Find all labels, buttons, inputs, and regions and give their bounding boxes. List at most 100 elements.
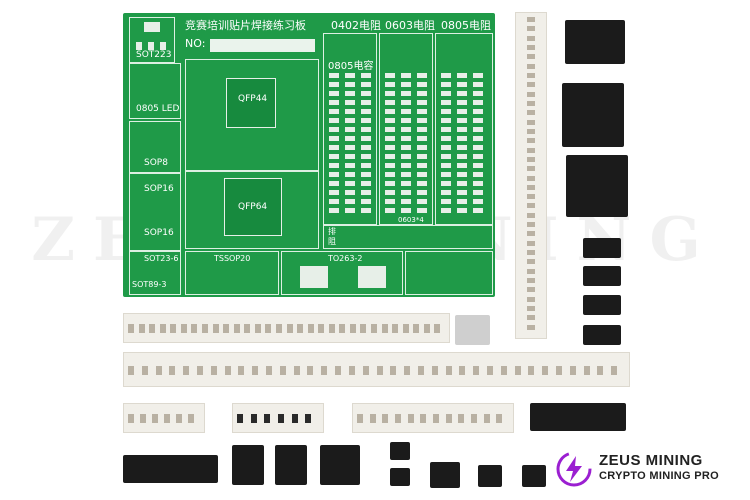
tape-cell: [527, 166, 535, 172]
pcb-pad: [417, 199, 427, 204]
tape-cell: [362, 365, 369, 375]
qfp64-block: QFP64: [185, 171, 319, 249]
pcb-pad: [417, 145, 427, 150]
pcb-pad: [345, 199, 355, 204]
pcb-pad: [345, 91, 355, 96]
pcb-pad: [457, 145, 467, 150]
tape-cell: [527, 63, 535, 69]
pcb-pad: [473, 208, 483, 213]
tape-cell: [339, 324, 346, 333]
pcb-pad: [401, 73, 411, 78]
pcb-pad: [417, 154, 427, 159]
cap-0805-label: 0805电容: [328, 61, 374, 72]
tape-cell: [527, 222, 535, 228]
sot223-block: SOT223: [129, 17, 175, 63]
pcb-pad: [473, 100, 483, 105]
pcb-pad: [385, 100, 395, 105]
tape-cell: [233, 324, 240, 333]
tape-cell: [210, 365, 217, 375]
pcb-pad: [473, 145, 483, 150]
tape-cell: [360, 324, 367, 333]
pcb-pad: [441, 163, 451, 168]
tape-cell: [527, 296, 535, 302]
pcb-pad: [441, 208, 451, 213]
pcb-pad: [473, 172, 483, 177]
sop8-chip-small-3: [430, 462, 460, 488]
to263-block: TO263-2: [281, 251, 403, 295]
tape-cell: [381, 324, 388, 333]
pcb-pad: [329, 145, 339, 150]
vertical-component-tape: [515, 12, 547, 339]
col-0603-label: 0603电阻: [385, 19, 435, 32]
tape-cell: [128, 365, 134, 375]
pcb-pad: [345, 163, 355, 168]
tape-cell: [149, 324, 156, 333]
tape-cell: [201, 324, 208, 333]
tape-cell: [169, 365, 176, 375]
tape-cell: [212, 324, 219, 333]
tape-cell: [264, 414, 271, 423]
tape-cell: [238, 365, 245, 375]
pai-label: 排: [328, 227, 336, 236]
pcb-pad: [345, 82, 355, 87]
tape-cell: [527, 240, 535, 246]
pcb-pad: [329, 208, 339, 213]
tape-cell: [527, 110, 535, 116]
tape-cell: [527, 278, 535, 284]
pcb-pad: [457, 118, 467, 123]
tape-cell: [527, 138, 535, 144]
pcb-pad: [329, 91, 339, 96]
tape-cell: [527, 203, 535, 209]
resistor-tape-1: [123, 313, 450, 343]
pcb-pad: [345, 118, 355, 123]
tape-cell: [297, 324, 304, 333]
pcb-pad: [361, 136, 371, 141]
pcb-pad: [361, 73, 371, 78]
pcb-pad: [457, 199, 467, 204]
tape-cell: [417, 365, 424, 375]
resnet-block: 排 阻 0603*4: [323, 216, 493, 249]
pcb-pad: [401, 154, 411, 159]
pcb-pad: [345, 100, 355, 105]
led-block: 0805 LED: [129, 63, 181, 119]
pcb-pad: [441, 82, 451, 87]
pcb-pad: [345, 208, 355, 213]
tape-cell: [191, 324, 198, 333]
tape-cell: [527, 250, 535, 256]
tape-cell: [597, 365, 604, 375]
tape-cell: [392, 324, 399, 333]
pcb-pad: [401, 199, 411, 204]
tape-cell: [423, 324, 430, 333]
tape-cell: [371, 324, 378, 333]
tape-cell: [514, 365, 521, 375]
pcb-pad: [457, 73, 467, 78]
tape-cell: [128, 414, 134, 423]
tape-cell: [140, 414, 146, 423]
pcb-pad: [329, 154, 339, 159]
tape-cell: [527, 306, 535, 312]
tape-cell: [527, 17, 535, 22]
pcb-pad: [361, 163, 371, 168]
tape-cell: [527, 194, 535, 200]
pcb-pad: [385, 163, 395, 168]
no-label: NO:: [185, 37, 206, 50]
led-label: 0805 LED: [136, 104, 180, 114]
pcb-pad: [401, 145, 411, 150]
pcb-pad: [417, 118, 427, 123]
pcb-pad: [441, 154, 451, 159]
sot-block: SOT23-6 SOT89-3: [129, 251, 181, 295]
sop16-block: SOP16 SOP16: [129, 173, 181, 251]
tape-cell: [180, 324, 187, 333]
tape-cell: [527, 26, 535, 32]
pcb-pad: [441, 145, 451, 150]
diode-tape: [352, 403, 514, 433]
pcb-pad: [329, 73, 339, 78]
tape-cell: [402, 324, 409, 333]
pcb-pad: [473, 181, 483, 186]
pcb-board: SOT223 竞赛培训贴片焊接练习板 NO: 0402电阻 0603电阻 080…: [123, 13, 495, 297]
tape-cell: [527, 35, 535, 41]
pcb-pad: [401, 109, 411, 114]
pcb-pad: [417, 73, 427, 78]
sop8-chip: [565, 20, 625, 64]
pcb-pad: [385, 145, 395, 150]
